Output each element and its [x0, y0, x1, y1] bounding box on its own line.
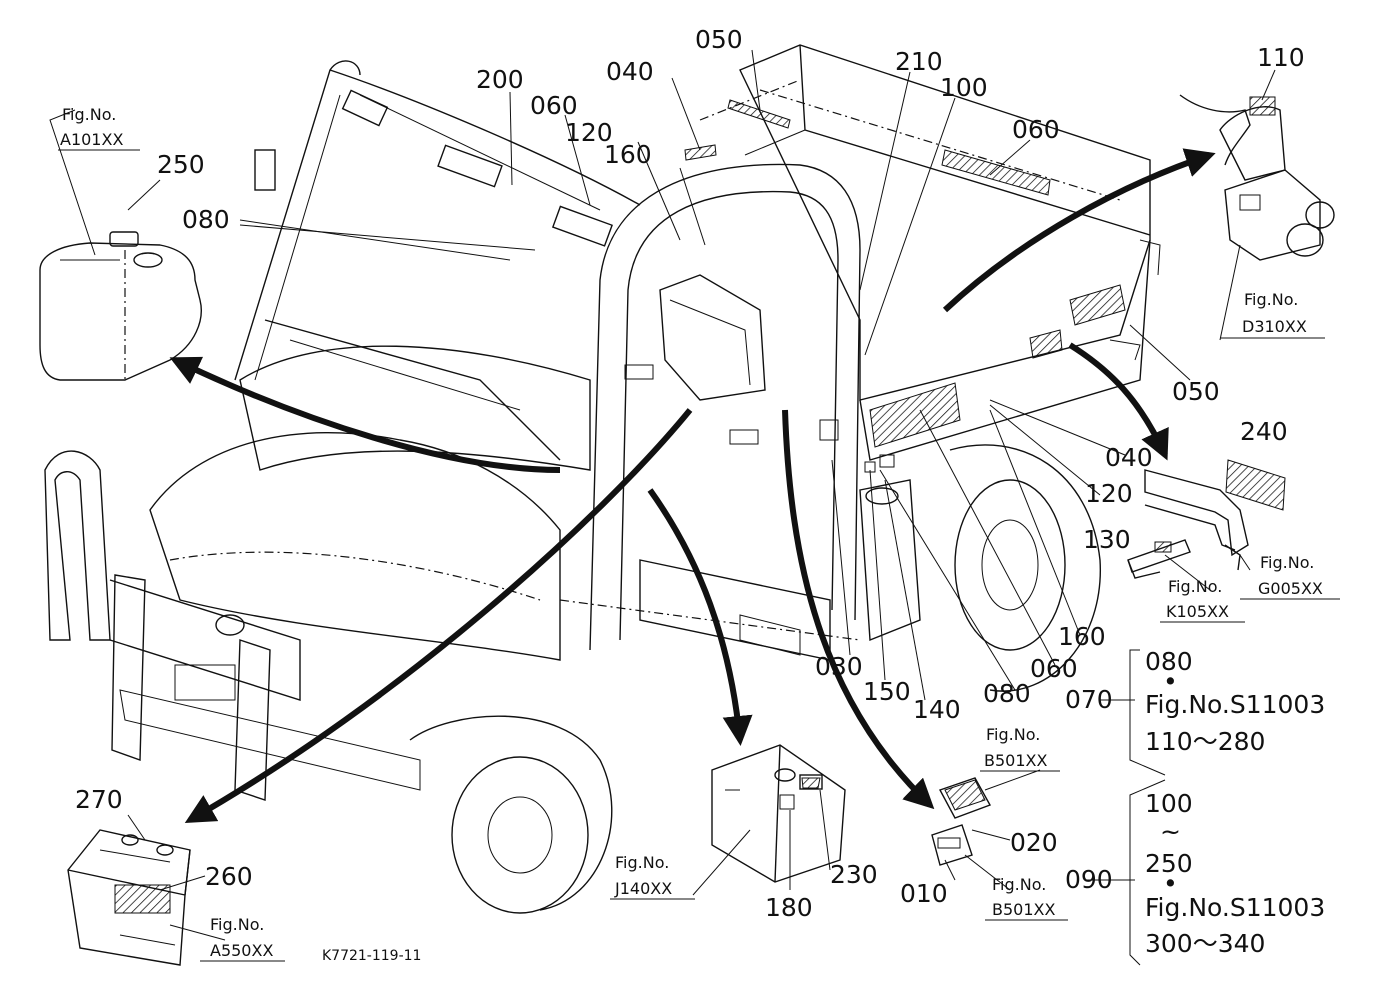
fig-label: Fig.No.: [210, 915, 264, 934]
callout-210: 210: [895, 47, 943, 76]
callout-180: 180: [765, 893, 813, 922]
callout-130: 130: [1083, 525, 1131, 554]
callout-160: 160: [1058, 622, 1106, 651]
callout-010: 010: [900, 879, 948, 908]
fig-ref-b501-bottom: Fig.No. B501XX: [985, 875, 1068, 921]
air-cleaner-illustration: [1179, 94, 1335, 261]
relay-illustration: [931, 777, 992, 866]
fig-ref-b501-top: Fig.No. B501XX: [980, 725, 1060, 772]
fig-code: A101XX: [60, 130, 123, 149]
fig-code: A550XX: [210, 941, 273, 960]
fig-label: Fig.No.: [1260, 553, 1314, 572]
group-090: 100 ~ 250 • Fig.No.S11003 300～340: [1145, 789, 1325, 958]
fig-ref-k105: Fig.No. K105XX: [1160, 577, 1245, 623]
callout-050: 050: [1172, 377, 1220, 406]
callout-120: 120: [565, 118, 613, 147]
fig-label: Fig.No.: [615, 853, 669, 872]
callout-050: 050: [695, 25, 743, 54]
fig-ref-a101: Fig.No. A101XX: [58, 105, 140, 151]
group-line: ~: [1160, 817, 1181, 846]
connector-illustration: [1127, 539, 1191, 579]
callout-060: 060: [1012, 115, 1060, 144]
callout-090: 090: [1065, 865, 1113, 894]
fig-code: G005XX: [1258, 579, 1323, 598]
callout-030: 030: [815, 652, 863, 681]
group-line: 250: [1145, 849, 1193, 878]
callout-230: 230: [830, 860, 878, 889]
fig-code: B501XX: [992, 900, 1055, 919]
vehicle-illustration: [44, 44, 1161, 914]
callout-260: 260: [205, 862, 253, 891]
callout-060: 060: [1030, 654, 1078, 683]
callout-080: 080: [983, 679, 1031, 708]
group-line: •: [1163, 869, 1178, 898]
fig-label: Fig.No.: [62, 105, 116, 124]
fig-code: D310XX: [1242, 317, 1307, 336]
figure-references: Fig.No. A101XX Fig.No. D310XX Fig.No. G0…: [58, 105, 1340, 962]
fig-ref-g005: Fig.No. G005XX: [1240, 553, 1340, 600]
fig-label: Fig.No.: [992, 875, 1046, 894]
group-line: 110～280: [1145, 727, 1265, 756]
callout-140: 140: [913, 695, 961, 724]
group-line: Fig.No.S11003: [1145, 893, 1325, 922]
callout-150: 150: [863, 677, 911, 706]
callout-110: 110: [1257, 43, 1305, 72]
reservoir-tank-illustration: [711, 744, 846, 883]
group-070: 080 • Fig.No.S11003 110～280: [1145, 647, 1325, 756]
callout-070: 070: [1065, 685, 1113, 714]
fig-code: B501XX: [984, 751, 1047, 770]
fig-label: Fig.No.: [1244, 290, 1298, 309]
drawing-code: K7721-119-11: [322, 948, 421, 964]
reference-arrows: [169, 148, 1216, 823]
callout-080: 080: [182, 205, 230, 234]
fig-ref-j140: Fig.No. J140XX: [610, 853, 695, 900]
leader-lines: [49, 49, 1276, 966]
callout-100: 100: [940, 73, 988, 102]
fig-label: Fig.No.: [1168, 577, 1222, 596]
fig-code: J140XX: [614, 879, 672, 898]
bracket-illustration: [1144, 459, 1286, 571]
group-line: 080: [1145, 647, 1193, 676]
callout-200: 200: [476, 65, 524, 94]
fig-code: K105XX: [1166, 602, 1229, 621]
callout-240: 240: [1240, 417, 1288, 446]
fig-ref-a550: Fig.No. A550XX: [200, 915, 285, 962]
callout-040: 040: [606, 57, 654, 86]
group-line: 100: [1145, 789, 1193, 818]
callout-120: 120: [1085, 479, 1133, 508]
fuel-tank-illustration: [39, 231, 202, 381]
callout-020: 020: [1010, 828, 1058, 857]
group-line: Fig.No.S11003: [1145, 690, 1325, 719]
group-line: 300～340: [1145, 929, 1265, 958]
callout-labels: 200 050 040 060 120 160 210 100 060 110 …: [75, 25, 1305, 922]
callout-040: 040: [1105, 443, 1153, 472]
fig-ref-d310: Fig.No. D310XX: [1220, 290, 1325, 339]
group-line: •: [1163, 667, 1178, 696]
callout-270: 270: [75, 785, 123, 814]
callout-160: 160: [604, 140, 652, 169]
fig-label: Fig.No.: [986, 725, 1040, 744]
callout-060: 060: [530, 91, 578, 120]
callout-250: 250: [157, 150, 205, 179]
battery-illustration: [67, 829, 191, 966]
